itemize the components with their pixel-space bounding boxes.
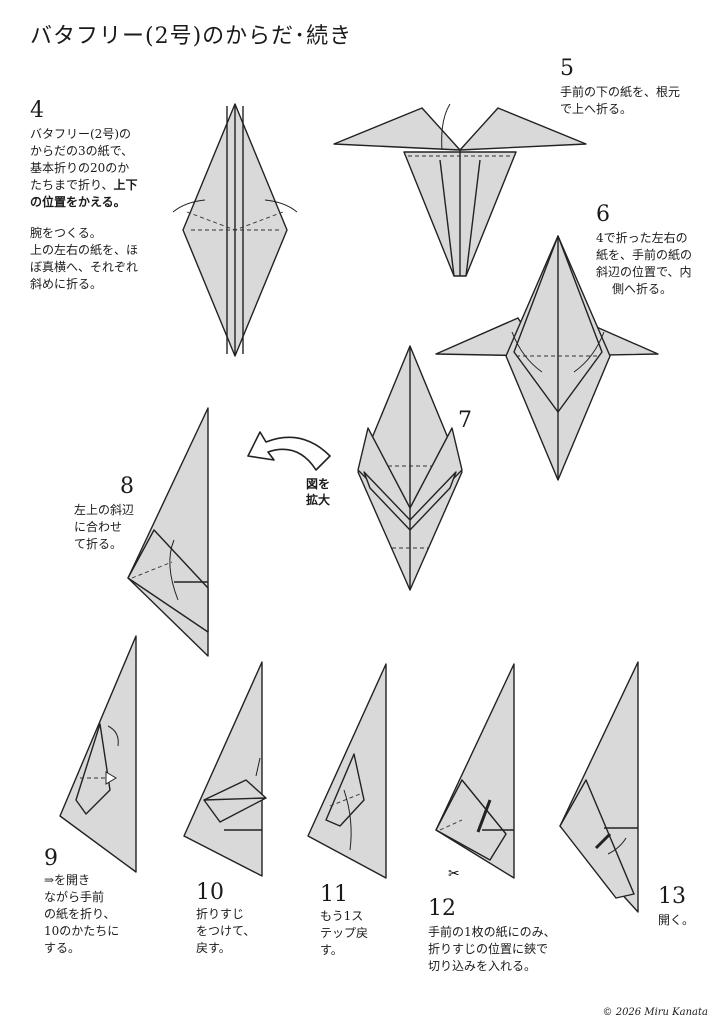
step-10-line: 戻す。: [196, 941, 231, 955]
step-10-line: 折りすじ: [196, 907, 245, 921]
step-10-number: 10: [196, 880, 224, 905]
step-12-line: 手前の1枚の紙にのみ、: [428, 925, 556, 939]
step-9-line: ⇒を開き: [44, 873, 91, 887]
step-4-line: の位置をかえる。: [30, 195, 126, 209]
step-12-line: 折りすじの位置に鋏で: [428, 942, 549, 956]
step-11-line: す。: [320, 943, 343, 957]
step-5-line: 手前の下の紙を、根元: [560, 85, 681, 99]
step-11-line: テップ戻: [320, 926, 369, 940]
step-6-number: 6: [596, 202, 610, 227]
step-13-text: 開く。: [658, 912, 718, 929]
step-9-text: ⇒を開き ながら手前 の紙を折り、 10のかたちに する。: [44, 872, 144, 957]
step-6-line: 側へ折る。: [612, 282, 673, 296]
step-4-text: バタフリー(2号)の からだの3の紙で、 基本折りの20のか たちまで折り、上下…: [30, 126, 170, 293]
step-4-line: 腕をつくる。: [30, 226, 102, 240]
step-10-text: 折りすじ をつけて、 戻す。: [196, 906, 286, 957]
step-8-line: 左上の斜辺: [74, 503, 135, 517]
step-11-number: 11: [320, 882, 348, 907]
step-8-number: 8: [120, 474, 134, 499]
step-7-number: 7: [458, 408, 472, 433]
step-5-diagram: [333, 103, 587, 277]
curved-arrow-icon: [441, 103, 451, 151]
step-8-text: 左上の斜辺 に合わせ て折る。: [74, 502, 164, 553]
step-4-line: バタフリー(2号)の: [30, 127, 131, 141]
step-12-text: 手前の1枚の紙にのみ、 折りすじの位置に鋏で 切り込みを入れる。: [428, 924, 608, 975]
step-6-line: 紙を、手前の紙の: [596, 248, 693, 262]
step-9-line: ながら手前: [44, 890, 105, 904]
step-9-line: 10のかたちに: [44, 924, 120, 938]
step-6-diagram: [435, 235, 659, 481]
step-6-text: 4で折った左右の 紙を、手前の紙の 斜辺の位置で、内 側へ折る。: [596, 230, 716, 298]
scissors-icon: ✂: [448, 866, 460, 882]
step-12-diagram: ✂: [435, 663, 515, 882]
curved-arrow-icon: [343, 789, 352, 851]
step-4-line: 基本折りの20のか: [30, 161, 130, 175]
step-12-number: 12: [428, 896, 456, 921]
step-10-line: をつけて、: [196, 924, 256, 938]
open-arrow-icon: [247, 431, 331, 471]
step-4-line: たちまで折り、上下: [30, 178, 138, 192]
step-11-line: もう1ス: [320, 909, 364, 923]
step-4-line: ぼ真横へ、それぞれ: [30, 260, 139, 274]
step-4-line: 斜めに折る。: [30, 277, 103, 291]
step-4-number: 4: [30, 98, 44, 123]
step-9-diagram: [59, 635, 137, 873]
step-6-line: 4で折った左右の: [596, 231, 688, 245]
step-9-number: 9: [44, 846, 58, 871]
step-4-line: からだの3の紙で、: [30, 144, 134, 158]
step-9-line: の紙を折り、: [44, 907, 116, 921]
step-5-text: 手前の下の紙を、根元 で上へ折る。: [560, 84, 710, 118]
curved-arrow-icon: [573, 331, 605, 373]
step-13-line: 開く。: [658, 913, 695, 927]
step-10-diagram: [183, 661, 267, 877]
step-8-line: に合わせ: [74, 520, 123, 534]
step-4-diagram: [172, 103, 298, 357]
page-title: バタフリー(2号)のからだ･続き: [30, 24, 353, 49]
step-4-line: 上の左右の紙を、ほ: [30, 243, 139, 257]
step-12-line: 切り込みを入れる。: [428, 959, 537, 973]
step-7-diagram: [357, 345, 463, 591]
curved-arrow-icon: [511, 331, 543, 373]
step-11-diagram: [307, 663, 387, 879]
curved-arrow-icon: [169, 539, 179, 601]
step-8-line: て折る。: [74, 537, 123, 551]
step-11-text: もう1ス テップ戻 す。: [320, 908, 400, 959]
step-6-line: 斜辺の位置で、内: [596, 265, 692, 279]
step-13-number: 13: [658, 884, 686, 909]
curved-arrow-icon: [264, 199, 298, 213]
curved-arrow-icon: [255, 757, 261, 777]
curved-arrow-icon: [607, 837, 627, 855]
curved-arrow-icon: [107, 725, 119, 747]
step-5-number: 5: [560, 56, 574, 81]
open-arrow-icon: [105, 771, 117, 785]
curved-arrow-icon: [172, 199, 206, 213]
copyright: © 2026 Miru Kanata: [602, 1007, 708, 1018]
step-8-diagram: [127, 407, 209, 657]
step-13-diagram: [559, 661, 639, 913]
step-5-line: で上へ折る。: [560, 102, 633, 116]
enlarge-label: 図を 拡大: [305, 477, 330, 507]
step-9-line: する。: [44, 941, 81, 955]
